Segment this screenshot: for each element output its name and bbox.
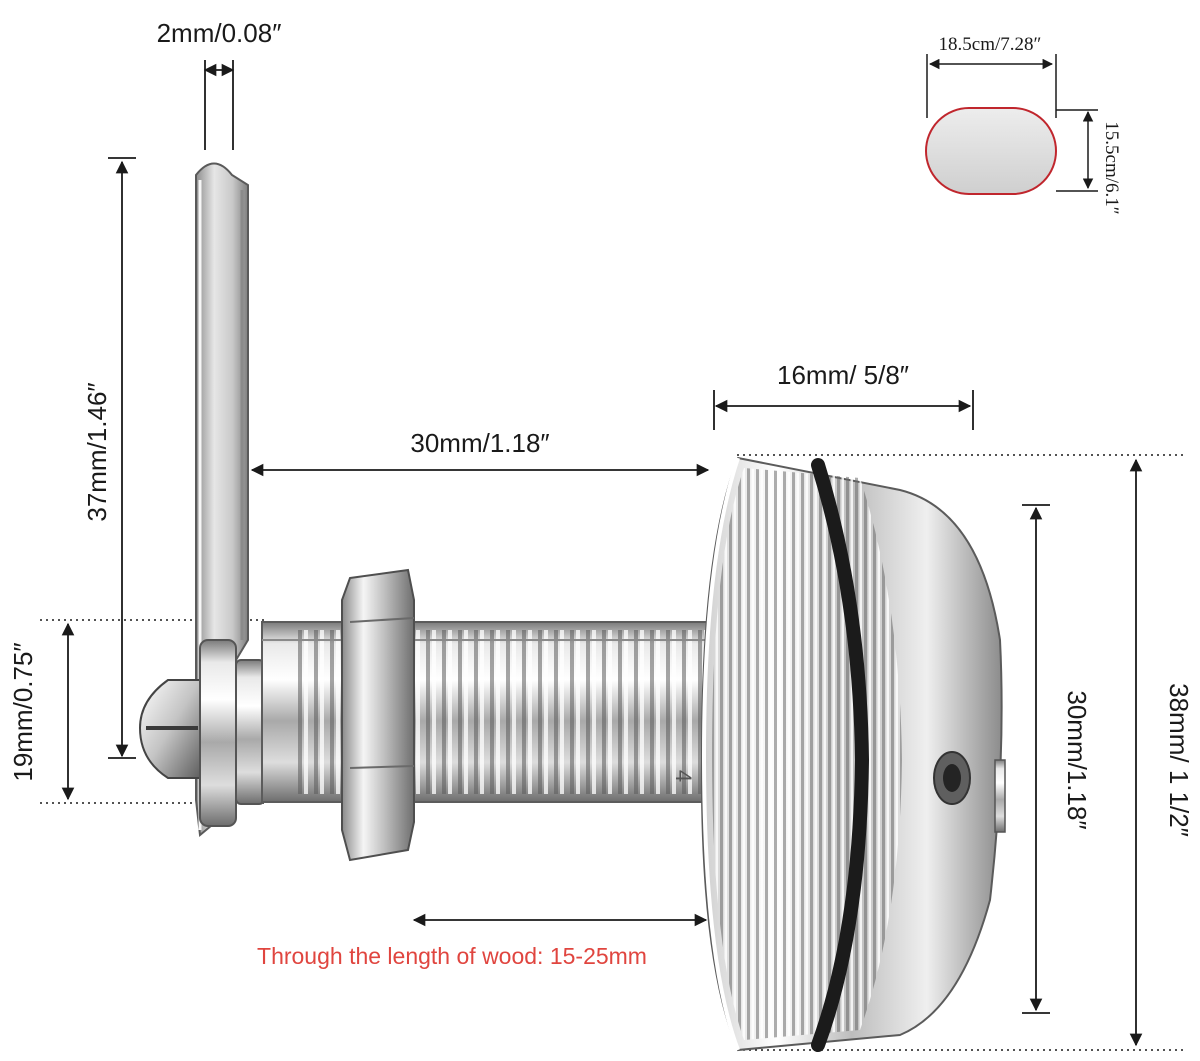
label-hole-height: 15.5cm/6.1″ <box>1101 121 1122 214</box>
cam-lock-illustration: 4 <box>138 162 1006 1052</box>
label-wood-thickness: Through the length of wood: 15-25mm <box>257 943 647 969</box>
hole-profile-inset <box>925 54 1098 195</box>
rubber-gasket <box>811 458 870 1052</box>
hex-nut-facet <box>349 617 415 623</box>
label-body-diameter: 30mm/1.18″ <box>1062 690 1092 829</box>
label-shaft-height: 19mm/0.75″ <box>8 642 38 781</box>
dimension-lines <box>61 60 1143 1047</box>
shaft-threads <box>414 630 714 794</box>
side-set-screw-hole <box>943 764 961 792</box>
hole-profile-shape <box>925 107 1057 195</box>
dimension-labels: 2mm/0.08″ 37mm/1.46″ 19mm/0.75″ 30mm/1.1… <box>8 18 1194 969</box>
washer <box>199 639 237 827</box>
label-hole-width: 18.5cm/7.28″ <box>939 34 1042 55</box>
body-marking: 4 <box>671 770 696 782</box>
label-cam-thickness: 2mm/0.08″ <box>157 18 282 48</box>
rear-stub <box>994 759 1006 833</box>
label-face-diameter: 38mm/ 1 1/2″ <box>1164 683 1194 837</box>
label-face-depth: 16mm/ 5/8″ <box>777 360 909 390</box>
washer-inner <box>235 659 265 805</box>
shaft-threads-rear <box>292 630 348 794</box>
label-cam-to-face: 30mm/1.18″ <box>410 428 549 458</box>
label-cam-length: 37mm/1.46″ <box>82 382 112 521</box>
lock-face-bevel <box>701 457 740 1051</box>
lock-head-knurl <box>712 468 902 1040</box>
hex-nut <box>341 568 415 862</box>
hex-nut-facet-2 <box>349 765 415 769</box>
